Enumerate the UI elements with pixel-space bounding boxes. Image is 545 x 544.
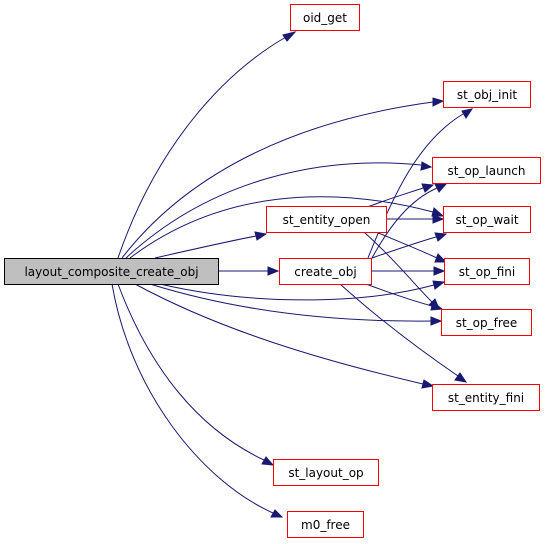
node-st-op-fini-label: st_op_fini [459,265,515,279]
node-st-layout-op-label: st_layout_op [288,466,363,480]
node-st-op-wait[interactable]: st_op_wait [443,206,531,233]
edges [111,31,474,518]
edge-root-st-entity-fini [134,283,424,385]
node-st-entity-fini-label: st_entity_fini [448,391,524,405]
node-oid-get-box [290,4,360,31]
node-oid-get[interactable]: oid_get [290,4,360,31]
node-create-obj-label: create_obj [294,265,356,279]
node-st-entity-open[interactable]: st_entity_open [266,206,387,233]
node-st-op-free-label: st_op_free [456,316,518,330]
node-st-op-wait-box [443,206,531,233]
node-st-op-free-box [441,309,532,336]
node-root-box [4,258,219,285]
edge-root-st-entity-open [154,235,257,259]
node-st-entity-open-label: st_entity_open [283,213,371,227]
node-m0-free[interactable]: m0_free [287,511,364,538]
node-st-layout-op[interactable]: st_layout_op [273,459,379,486]
node-st-op-fini-box [444,258,530,285]
edge-create-obj-st-entity-fini [339,283,459,377]
node-m0-free-box [287,511,364,538]
node-st-entity-open-box [266,206,387,233]
node-st-op-launch[interactable]: st_op_launch [432,157,541,184]
edge-create-obj-st-op-launch [371,187,438,259]
node-create-obj[interactable]: create_obj [279,258,372,285]
node-root-label: layout_composite_create_obj [24,265,198,279]
edge-root-st-obj-init [121,101,434,259]
edge-create-obj-st-op-free [365,283,433,307]
node-st-entity-fini[interactable]: st_entity_fini [432,384,540,411]
node-st-obj-init-box [443,81,531,108]
node-st-obj-init[interactable]: st_obj_init [443,81,531,108]
edge-root-st-op-free [149,283,432,322]
edge-root-oid-get [117,36,287,259]
node-layout-composite-create-obj[interactable]: layout_composite_create_obj [4,258,219,285]
edge-root-st-layout-op [117,283,265,461]
edge-root-st-op-fini [159,283,435,301]
node-st-op-free[interactable]: st_op_free [441,309,532,336]
node-st-op-launch-label: st_op_launch [447,164,525,178]
edge-create-obj-st-obj-init [367,113,464,259]
nodes: layout_composite_create_obj oid_get st_o… [4,4,541,538]
node-st-layout-op-box [273,459,379,486]
edge-create-obj-st-op-wait [371,236,437,259]
node-st-obj-init-label: st_obj_init [457,88,518,102]
edge-root-m0-free [111,283,274,514]
node-st-op-wait-label: st_op_wait [455,213,518,227]
node-st-entity-fini-box [432,384,540,411]
node-m0-free-label: m0_free [301,518,350,532]
node-st-op-launch-box [432,157,541,184]
node-oid-get-label: oid_get [303,11,347,25]
node-create-obj-box [279,258,372,285]
edge-root-st-op-launch [125,162,422,259]
node-st-op-fini[interactable]: st_op_fini [444,258,530,285]
